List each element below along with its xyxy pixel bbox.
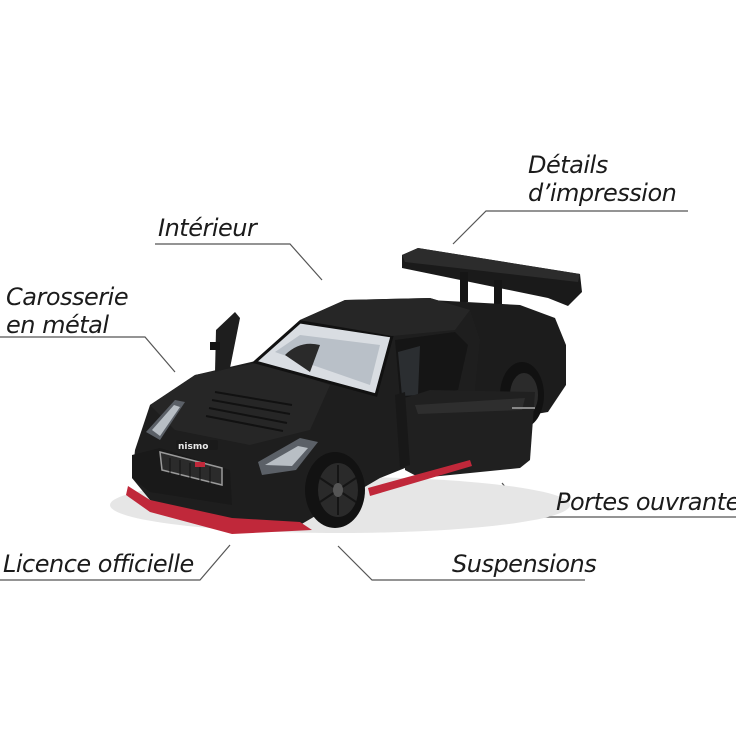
callout-details-line2: d’impression xyxy=(528,179,677,207)
hood-vents xyxy=(205,391,293,432)
svg-text:nismo: nismo xyxy=(178,442,208,452)
headlights xyxy=(146,400,318,475)
leader-line-interieur xyxy=(155,243,323,281)
leader-line-licence xyxy=(0,544,231,581)
car-front-splitter xyxy=(126,486,312,534)
callout-interieur: Intérieur xyxy=(158,214,257,242)
callout-details-line1: Détails xyxy=(528,151,608,179)
car-roof xyxy=(300,298,470,336)
callout-carrosserie: Carosserie en métal xyxy=(6,283,129,339)
nismo-badge: nismo xyxy=(176,440,218,452)
callout-details-impression: Détails d’impression xyxy=(528,151,677,207)
car-front-bumper xyxy=(132,448,232,505)
leader-line-details xyxy=(452,210,688,245)
callout-carrosserie-line2: en métal xyxy=(6,311,109,339)
callout-carrosserie-line1: Carosserie xyxy=(6,283,129,311)
callout-suspensions: Suspensions xyxy=(452,550,597,578)
car-door-open xyxy=(395,390,535,478)
car-side-skirt xyxy=(368,460,472,496)
callout-licence-officielle: Licence officielle xyxy=(3,550,194,578)
rear-wing xyxy=(402,248,582,308)
callout-portes-ouvrantes: Portes ouvrantes xyxy=(556,488,736,516)
front-wheel xyxy=(305,452,365,528)
leader-line-suspensions xyxy=(337,545,585,581)
leader-lines xyxy=(0,210,736,581)
car-hood xyxy=(150,362,330,445)
car-door-far xyxy=(210,312,240,372)
leader-line-carrosserie xyxy=(0,336,176,373)
